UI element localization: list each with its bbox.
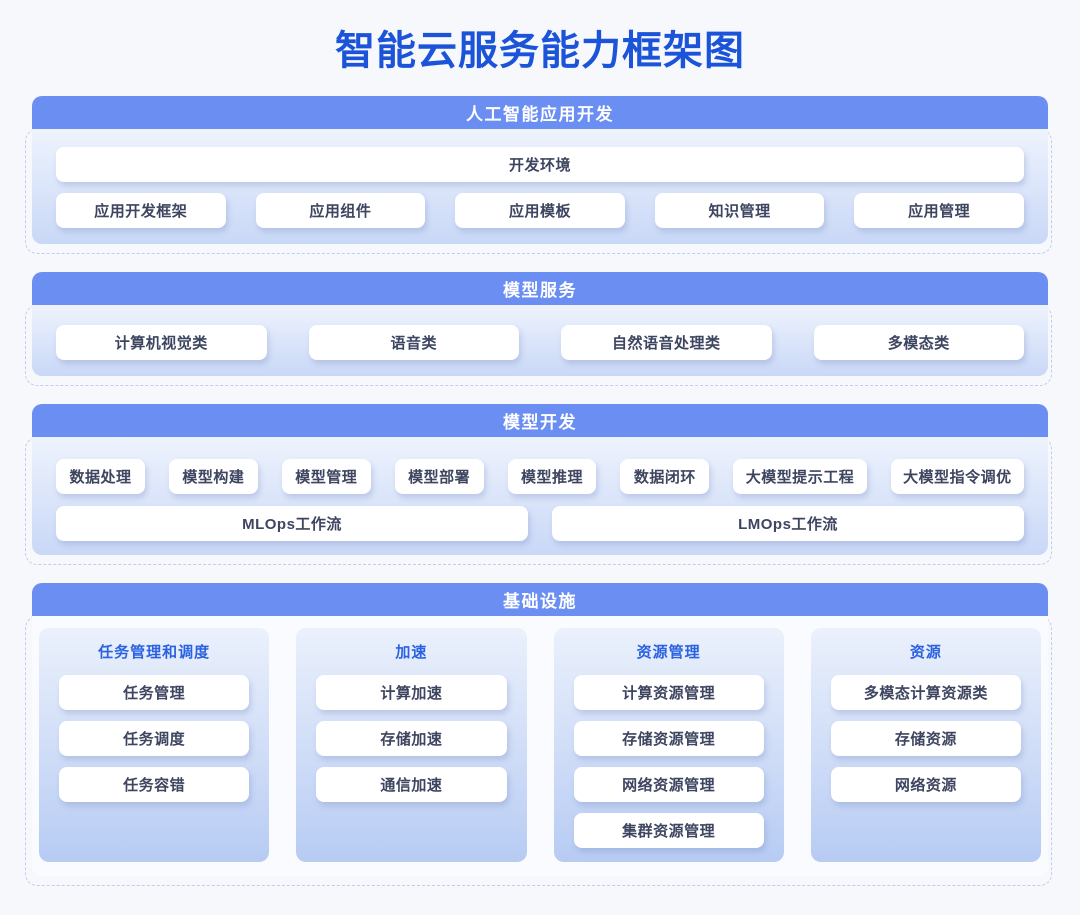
capability-box: 存储资源 <box>830 721 1021 756</box>
capability-box: 大模型提示工程 <box>733 459 867 494</box>
capability-box: 存储资源管理 <box>573 721 764 756</box>
capability-box: 网络资源 <box>830 767 1021 802</box>
capability-box: 自然语音处理类 <box>561 325 772 360</box>
row-model-dev-steps: 数据处理 模型构建 模型管理 模型部署 模型推理 数据闭环 大模型提示工程 大模… <box>56 459 1024 494</box>
capability-box: 开发环境 <box>56 147 1024 182</box>
section-header: 基础设施 <box>32 583 1048 616</box>
capability-box: 通信加速 <box>316 767 507 802</box>
section-model-services: 模型服务 计算机视觉类 语音类 自然语音处理类 多模态类 <box>25 272 1052 386</box>
section-body: 计算机视觉类 语音类 自然语音处理类 多模态类 <box>32 305 1048 376</box>
capability-box: 模型推理 <box>507 459 597 494</box>
capability-box: 应用模板 <box>455 193 625 228</box>
section-infrastructure: 基础设施 任务管理和调度 任务管理 任务调度 任务容错 加速 计算加速 存储加速… <box>25 583 1052 886</box>
capability-box: 集群资源管理 <box>573 813 764 848</box>
capability-box: 应用管理 <box>854 193 1024 228</box>
framework-diagram: 人工智能应用开发 开发环境 应用开发框架 应用组件 应用模板 知识管理 应用管理… <box>25 96 1052 886</box>
section-body: 开发环境 应用开发框架 应用组件 应用模板 知识管理 应用管理 <box>32 129 1048 244</box>
page-title: 智能云服务能力框架图 <box>335 29 745 73</box>
row-workflows: MLOps工作流 LMOps工作流 <box>56 506 1024 541</box>
capability-box: 任务管理 <box>59 675 250 710</box>
capability-box: 计算资源管理 <box>573 675 764 710</box>
section-header: 模型服务 <box>32 272 1048 305</box>
capability-box: 模型管理 <box>281 459 371 494</box>
subcard-title: 资源 <box>909 644 942 661</box>
section-body: 任务管理和调度 任务管理 任务调度 任务容错 加速 计算加速 存储加速 通信加速… <box>32 616 1048 876</box>
subcard-resources: 资源 多模态计算资源类 存储资源 网络资源 <box>810 628 1041 862</box>
capability-box: 数据处理 <box>56 459 145 494</box>
subcard-acceleration: 加速 计算加速 存储加速 通信加速 <box>296 628 527 862</box>
section-model-development: 模型开发 数据处理 模型构建 模型管理 模型部署 模型推理 数据闭环 大模型提示… <box>25 404 1052 565</box>
capability-box: 大模型指令调优 <box>890 459 1024 494</box>
section-body: 数据处理 模型构建 模型管理 模型部署 模型推理 数据闭环 大模型提示工程 大模… <box>32 437 1048 555</box>
section-header: 人工智能应用开发 <box>32 96 1048 129</box>
row-model-categories: 计算机视觉类 语音类 自然语音处理类 多模态类 <box>56 325 1024 360</box>
capability-box: 应用组件 <box>255 193 426 228</box>
capability-box: 计算加速 <box>316 675 507 710</box>
subcard-title: 加速 <box>395 644 428 661</box>
row-app-capabilities: 应用开发框架 应用组件 应用模板 知识管理 应用管理 <box>56 193 1024 228</box>
capability-box: 计算机视觉类 <box>56 325 267 360</box>
capability-box: 存储加速 <box>316 721 507 756</box>
capability-box: 模型构建 <box>168 459 258 494</box>
capability-box: MLOps工作流 <box>56 506 528 541</box>
capability-box: LMOps工作流 <box>552 506 1024 541</box>
capability-box: 应用开发框架 <box>56 193 226 228</box>
capability-box: 语音类 <box>308 325 519 360</box>
subcard-title: 资源管理 <box>636 644 701 661</box>
subcard-resource-management: 资源管理 计算资源管理 存储资源管理 网络资源管理 集群资源管理 <box>553 628 784 862</box>
row-dev-environment: 开发环境 <box>56 147 1024 182</box>
section-ai-application-development: 人工智能应用开发 开发环境 应用开发框架 应用组件 应用模板 知识管理 应用管理 <box>25 96 1052 254</box>
capability-box: 网络资源管理 <box>573 767 764 802</box>
capability-box: 任务调度 <box>59 721 250 756</box>
subcard-task-management-scheduling: 任务管理和调度 任务管理 任务调度 任务容错 <box>39 628 270 862</box>
capability-box: 任务容错 <box>59 767 250 802</box>
capability-box: 模型部署 <box>394 459 484 494</box>
capability-box: 多模态计算资源类 <box>830 675 1021 710</box>
capability-box: 多模态类 <box>813 325 1024 360</box>
subcard-title: 任务管理和调度 <box>98 644 211 661</box>
capability-box: 数据闭环 <box>620 459 710 494</box>
capability-box: 知识管理 <box>654 193 825 228</box>
section-header: 模型开发 <box>32 404 1048 437</box>
